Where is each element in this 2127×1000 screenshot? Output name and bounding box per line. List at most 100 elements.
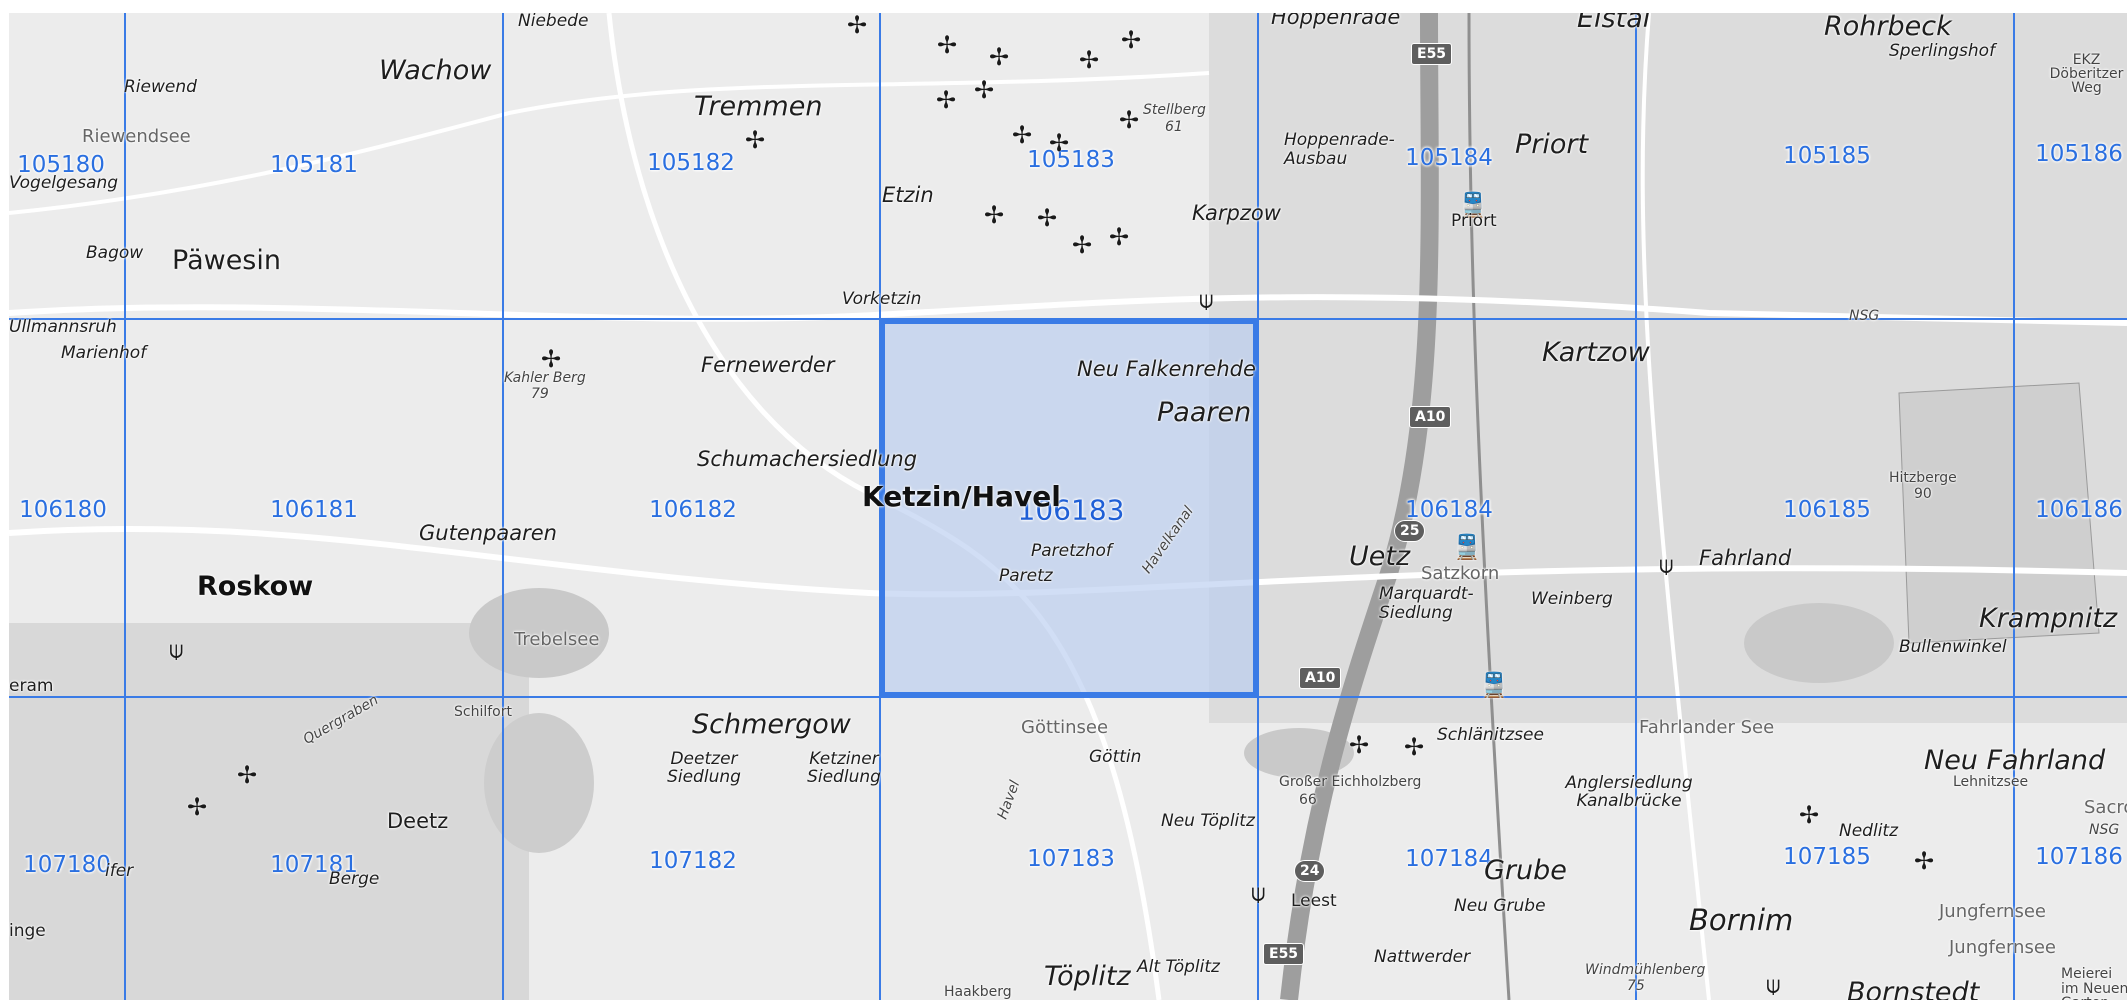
place-label: Ketzin/Havel — [862, 480, 1061, 513]
tile-label[interactable]: 107182 — [649, 848, 737, 874]
tile-label[interactable]: 106181 — [270, 497, 358, 523]
place-label: Neu Falkenrehde — [1077, 357, 1256, 381]
place-label: Stellberg — [1143, 102, 1206, 118]
wind-turbine-icon: ✢ — [237, 761, 258, 789]
tile-label[interactable]: 107183 — [1027, 846, 1115, 872]
road-3 — [606, 13, 1162, 1000]
train-station-icon: 🚆 — [1452, 533, 1482, 561]
place-label: Jungfernsee — [1939, 901, 2046, 922]
wind-turbine-icon: ✢ — [1914, 847, 1935, 875]
place-label: Großer Eichholzberg — [1279, 774, 1422, 790]
wind-turbine-icon: ✢ — [1799, 801, 1820, 829]
wind-turbine-icon: ✢ — [847, 13, 868, 39]
road-shield: A10 — [1409, 406, 1452, 428]
place-label: Schlänitzsee — [1437, 725, 1544, 745]
tile-label[interactable]: 107184 — [1405, 846, 1493, 872]
wind-turbine-icon: ✢ — [1121, 26, 1142, 54]
place-label: Bullenwinkel — [1899, 637, 2007, 657]
place-label: 90 — [1914, 486, 1932, 502]
place-label: Sperlingshof — [1889, 41, 1996, 61]
tile-label[interactable]: 106182 — [649, 497, 737, 523]
wind-turbine-icon: ✢ — [745, 126, 766, 154]
place-label: Marienhof — [61, 343, 147, 363]
place-label: Rohrbeck — [1824, 13, 1952, 42]
tile-label[interactable]: 106185 — [1783, 497, 1871, 523]
wind-turbine-icon: ✢ — [984, 201, 1005, 229]
radio-tower-icon: ⍦ — [1766, 971, 1781, 999]
place-label: Gutenpaaren — [419, 521, 557, 545]
motorway-a10 — [1280, 13, 1439, 1000]
place-label: Vorketzin — [842, 289, 922, 309]
tile-label[interactable]: 106186 — [2035, 497, 2123, 523]
place-label: Nattwerder — [1374, 947, 1471, 967]
tile-label[interactable]: 105185 — [1783, 143, 1871, 169]
road-shield: E55 — [1263, 943, 1305, 965]
place-label: Göttin — [1089, 747, 1142, 767]
tile-label[interactable]: 105184 — [1405, 145, 1493, 171]
nsg-hatched-area — [1898, 382, 2100, 644]
place-label: eram — [9, 676, 54, 696]
place-label: Paretz — [999, 566, 1053, 586]
tile-label[interactable]: 106180 — [19, 497, 107, 523]
place-label: Paaren — [1157, 397, 1252, 428]
place-label: Päwesin — [172, 245, 281, 276]
place-label: Trebelsee — [514, 629, 600, 650]
wind-turbine-icon: ✢ — [1072, 231, 1093, 259]
wind-turbine-icon: ✢ — [1109, 223, 1130, 251]
road-shield: A10 — [1299, 667, 1342, 689]
place-label: Meierei im Neuen Garten — [2061, 966, 2127, 1000]
train-station-icon: 🚆 — [1479, 671, 1509, 699]
road-1 — [9, 294, 2127, 326]
tile-label[interactable]: 105181 — [270, 152, 358, 178]
place-label: Sacro — [2084, 797, 2127, 818]
radio-tower-icon: ⍦ — [169, 636, 184, 664]
place-label: Schilfort — [454, 704, 512, 720]
forest-area-southwest — [9, 623, 529, 1000]
tile-label[interactable]: 105186 — [2035, 141, 2123, 167]
place-label: Bagow — [86, 243, 144, 263]
wind-turbine-icon: ✢ — [1404, 733, 1425, 761]
place-label: EKZ Döberitzer Weg — [2049, 52, 2124, 96]
tile-label[interactable]: 105182 — [647, 150, 735, 176]
place-label: Nedlitz — [1839, 821, 1899, 841]
place-label: Uetz — [1349, 541, 1411, 572]
tile-label[interactable]: 106184 — [1405, 497, 1493, 523]
place-label: Hitzberge — [1889, 470, 1957, 486]
tile-label[interactable]: 105183 — [1027, 147, 1115, 173]
place-label: Schumachersiedlung — [697, 447, 918, 471]
place-label: NSG — [2089, 822, 2120, 838]
place-label: Jungfernsee — [1949, 937, 2056, 958]
place-label: Bornim — [1689, 903, 1794, 937]
tile-label[interactable]: 107181 — [270, 852, 358, 878]
map-canvas[interactable]: 105180 105181 105182 105183 105184 10518… — [9, 13, 2127, 1000]
place-label: Fahrlander See — [1639, 717, 1775, 738]
place-label: Krampnitz — [1979, 603, 2118, 634]
place-label: 61 — [1165, 119, 1183, 135]
place-label: Leest — [1291, 891, 1337, 911]
tile-label[interactable]: 107180 — [23, 852, 111, 878]
railway — [1467, 13, 1511, 1000]
road-shield: 24 — [1294, 860, 1326, 882]
road-4 — [9, 71, 1210, 215]
selected-tile-label[interactable]: 106183 — [1017, 493, 1125, 527]
place-label: NSG — [1849, 308, 1880, 324]
place-label: Satzkorn — [1421, 563, 1500, 584]
wind-turbine-icon: ✢ — [1037, 204, 1058, 232]
wind-turbine-icon: ✢ — [937, 31, 958, 59]
place-label: ifer — [105, 861, 134, 881]
place-label: Töplitz — [1044, 961, 1131, 992]
place-label: Priort — [1451, 211, 1497, 231]
tile-label[interactable]: 107185 — [1783, 844, 1871, 870]
place-label: Deetzer Siedlung — [667, 749, 741, 787]
place-label: Bornstedt — [1847, 977, 1980, 1000]
tile-label[interactable]: 107186 — [2035, 844, 2123, 870]
place-label: Grube — [1484, 855, 1567, 886]
place-label: Hoppenrade — [1271, 13, 1401, 29]
place-label: Deetz — [387, 809, 449, 833]
road-shield: 25 — [1394, 520, 1426, 542]
tile-label[interactable]: 105180 — [17, 152, 105, 178]
wind-turbine-icon: ✢ — [541, 345, 562, 373]
place-label: Kahler Berg — [504, 370, 586, 386]
wind-turbine-icon: ✢ — [187, 793, 208, 821]
place-label: Etzin — [882, 183, 934, 207]
